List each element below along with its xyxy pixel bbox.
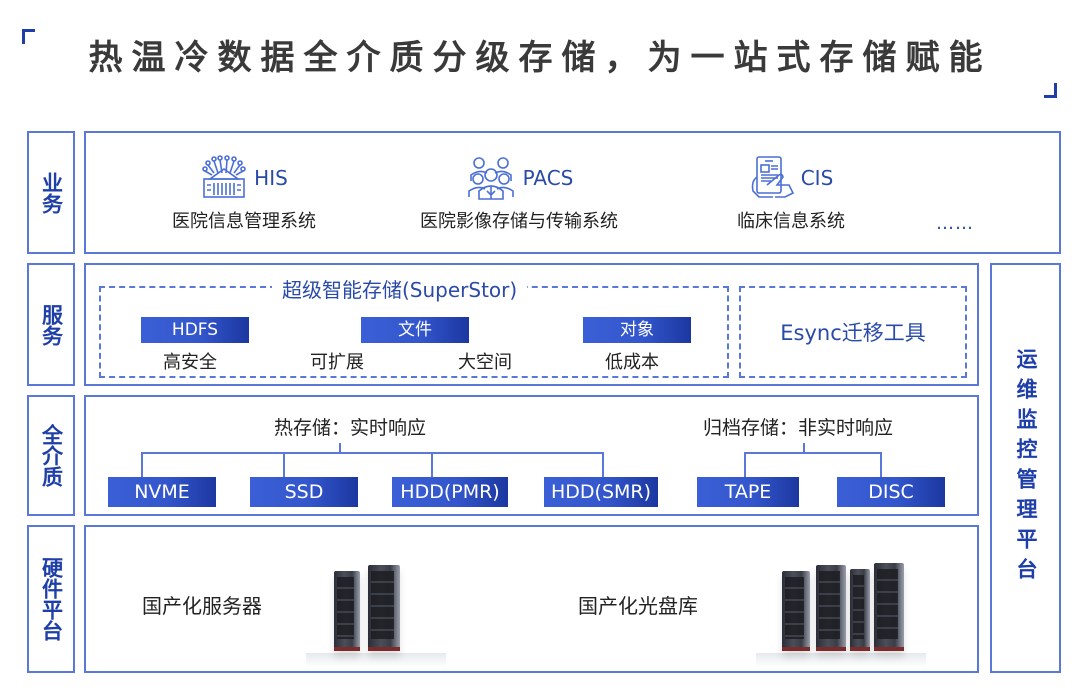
media-tape: TAPE xyxy=(697,477,799,507)
hot-tree-bar xyxy=(141,452,604,454)
tag-object: 对象 xyxy=(583,317,691,343)
row-label-service-text: 服务 xyxy=(39,303,64,346)
feature-security: 高安全 xyxy=(163,352,217,373)
media-disc: DISC xyxy=(837,477,945,507)
hot-tree-stem xyxy=(339,443,341,453)
row-label-business-text: 业务 xyxy=(39,171,64,214)
hardware-panel: 国产化服务器 国产化光盘库 xyxy=(84,525,979,673)
cis-name: 临床信息系统 xyxy=(737,211,845,232)
ops-monitoring-platform: 运维监控管理平台 xyxy=(990,263,1061,673)
service-panel: 超级智能存储(SuperStor) HDFS 文件 对象 高安全 可扩展 大空间… xyxy=(84,263,979,386)
hot-tree-branch-nvme xyxy=(141,452,143,479)
archive-storage-title: 归档存储：非实时响应 xyxy=(703,417,894,439)
business-item-pacs: PACS 医院影像存储与传输系统 xyxy=(404,155,634,233)
hot-tree-branch-ssd xyxy=(283,452,285,479)
feature-scalable: 可扩展 xyxy=(310,352,364,373)
his-code: HIS xyxy=(254,166,288,190)
hardware-server-label: 国产化服务器 xyxy=(142,594,262,618)
archive-tree-stem xyxy=(803,443,805,453)
people-group-icon xyxy=(467,157,514,200)
optical-library-rack-image xyxy=(746,557,926,667)
hospital-network-icon xyxy=(202,155,246,198)
pacs-name: 医院影像存储与传输系统 xyxy=(420,211,618,232)
esync-box: Esync迁移工具 xyxy=(739,286,967,378)
his-name: 医院信息管理系统 xyxy=(172,211,316,232)
row-label-media: 全介质 xyxy=(27,395,75,516)
corner-bracket-bottom-right xyxy=(1044,83,1057,98)
business-item-his: HIS 医院信息管理系统 xyxy=(154,155,334,233)
server-rack-image xyxy=(286,557,446,667)
row-label-service: 服务 xyxy=(27,263,75,386)
media-hdd-pmr: HDD(PMR) xyxy=(392,477,508,507)
row-label-hardware: 硬件平台 xyxy=(27,525,75,673)
tag-hdfs: HDFS xyxy=(141,317,249,343)
row-label-media-text: 全介质 xyxy=(39,424,64,487)
row-label-business: 业务 xyxy=(27,131,75,254)
archive-tree-branch-disc xyxy=(880,452,882,479)
hot-tree-branch-smr xyxy=(602,452,604,479)
media-ssd: SSD xyxy=(250,477,358,507)
archive-tree-branch-tape xyxy=(744,452,746,479)
esync-label: Esync迁移工具 xyxy=(780,321,926,345)
tag-file: 文件 xyxy=(361,317,469,343)
superstor-title: 超级智能存储(SuperStor) xyxy=(272,274,528,303)
page-title: 热温冷数据全介质分级存储，为一站式存储赋能 xyxy=(88,38,992,78)
more-ellipsis: …… xyxy=(936,213,974,234)
business-panel: HIS 医院信息管理系统 PACS 医院影像存储与传输系统 xyxy=(84,131,1061,254)
media-panel: 热存储：实时响应 归档存储：非实时响应 NVME SSD HDD(PMR) HD… xyxy=(84,395,979,516)
hot-tree-branch-pmr xyxy=(431,452,433,479)
hardware-optical-label: 国产化光盘库 xyxy=(578,594,698,618)
business-item-cis: CIS 临床信息系统 xyxy=(716,155,866,233)
cis-code: CIS xyxy=(800,166,834,190)
pacs-code: PACS xyxy=(522,166,574,190)
ops-monitoring-platform-label: 运维监控管理平台 xyxy=(1014,348,1038,588)
media-nvme: NVME xyxy=(108,477,216,507)
feature-low-cost: 低成本 xyxy=(605,352,659,373)
media-hdd-smr: HDD(SMR) xyxy=(544,477,658,507)
row-label-hardware-text: 硬件平台 xyxy=(39,557,64,641)
corner-bracket-top-left xyxy=(22,29,35,44)
hot-storage-title: 热存储：实时响应 xyxy=(274,417,427,439)
feature-capacity: 大空间 xyxy=(458,352,512,373)
tablet-hand-icon xyxy=(751,156,794,198)
archive-tree-bar xyxy=(744,452,882,454)
